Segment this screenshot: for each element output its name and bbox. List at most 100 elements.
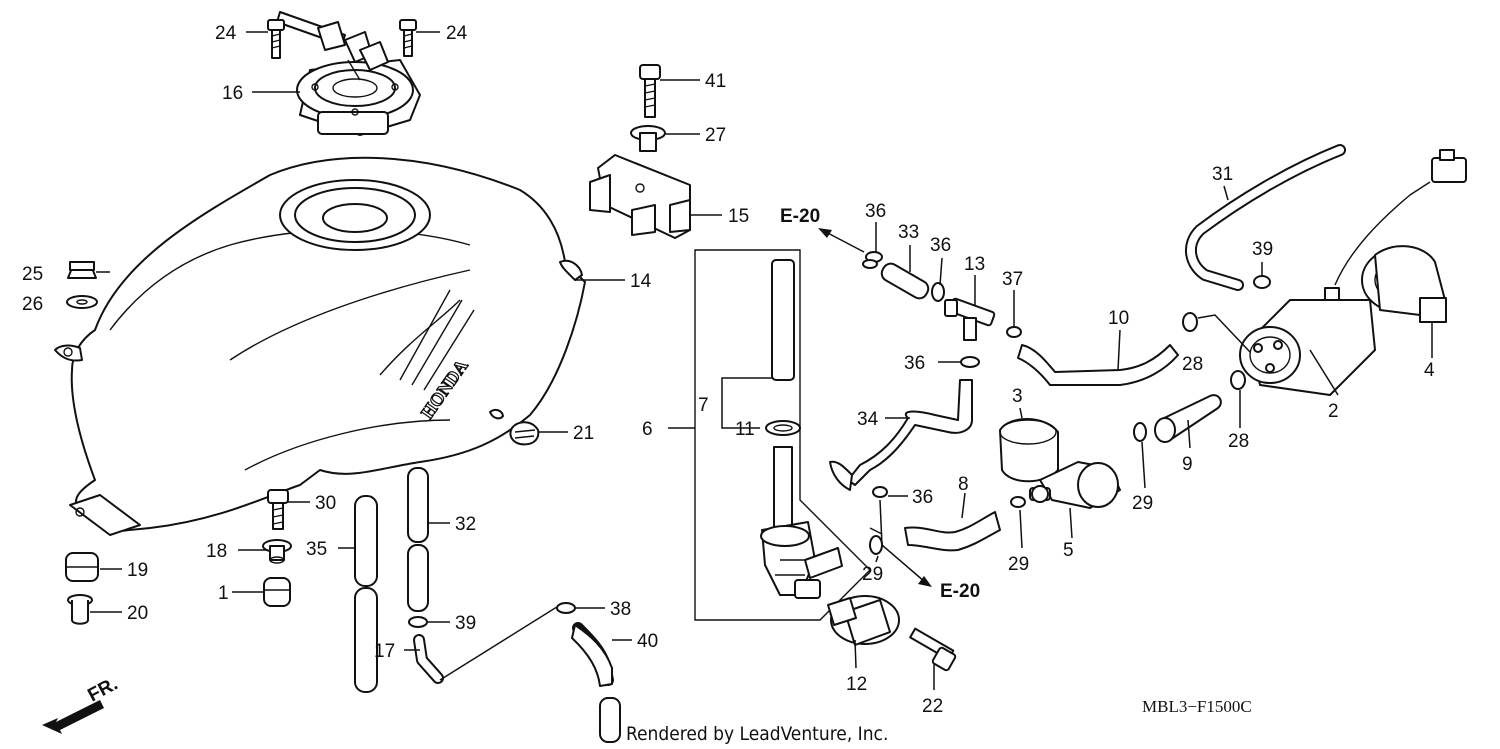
callout-28: 28 bbox=[1228, 431, 1249, 452]
bolt-41 bbox=[639, 64, 661, 118]
callout-25: 25 bbox=[22, 264, 43, 285]
tube-9 bbox=[1154, 394, 1222, 443]
tube-line bbox=[439, 604, 561, 681]
callout-29: 29 bbox=[1132, 493, 1153, 514]
fuel-valve-assembly bbox=[694, 249, 871, 621]
callout-16: 16 bbox=[222, 83, 243, 104]
fuel-tank: HONDA bbox=[54, 156, 586, 536]
tube-31 bbox=[1185, 144, 1346, 291]
callout-22: 22 bbox=[922, 696, 943, 717]
clip-36-a bbox=[862, 251, 883, 269]
callout-34: 34 bbox=[857, 409, 879, 430]
cap-screw-left bbox=[267, 19, 285, 59]
tube-34 bbox=[829, 379, 973, 491]
callout-40: 40 bbox=[637, 631, 658, 652]
callout-27: 27 bbox=[705, 125, 726, 146]
clip-28-a bbox=[1182, 312, 1198, 332]
leader-lines bbox=[90, 31, 1433, 690]
tube-35 bbox=[354, 495, 378, 693]
clip-37 bbox=[1006, 326, 1022, 338]
tube-40 bbox=[571, 622, 621, 743]
reference-label-top: E-20 bbox=[780, 206, 820, 227]
filter-clamp-3 bbox=[999, 418, 1059, 483]
callout-15: 15 bbox=[728, 206, 749, 227]
clip-39-right bbox=[1253, 275, 1271, 289]
callout-1: 1 bbox=[218, 583, 229, 604]
callout-36: 36 bbox=[912, 487, 933, 508]
clip-29-b bbox=[1010, 496, 1026, 508]
callout-36: 36 bbox=[930, 235, 951, 256]
callout-10: 10 bbox=[1108, 308, 1129, 329]
callout-14: 14 bbox=[630, 271, 652, 292]
reference-arrow-bottom bbox=[879, 499, 932, 587]
joint-13 bbox=[944, 297, 996, 341]
clip-39-left bbox=[408, 616, 428, 628]
clip-36-c bbox=[960, 356, 980, 368]
callout-7: 7 bbox=[698, 395, 709, 416]
callout-3: 3 bbox=[1012, 386, 1023, 407]
clip-29-c bbox=[1133, 422, 1147, 442]
callout-37: 37 bbox=[1002, 269, 1023, 290]
bracket-15 bbox=[589, 154, 691, 239]
callout-11: 11 bbox=[735, 419, 755, 440]
callout-29: 29 bbox=[1008, 554, 1029, 575]
callout-5: 5 bbox=[1063, 540, 1074, 561]
callout-6: 6 bbox=[642, 419, 653, 440]
clip-38 bbox=[556, 602, 576, 614]
callout-30: 30 bbox=[315, 493, 336, 514]
credit-text: Rendered by LeadVenture, Inc. bbox=[626, 723, 888, 745]
callout-4: 4 bbox=[1424, 360, 1435, 381]
reference-arrow-top bbox=[818, 228, 865, 253]
callout-9: 9 bbox=[1182, 454, 1193, 475]
callout-41: 41 bbox=[705, 71, 726, 92]
fuel-filter-5 bbox=[1029, 461, 1121, 509]
clip-36-b bbox=[931, 282, 945, 302]
callout-2: 2 bbox=[1328, 401, 1339, 422]
reference-label-bottom: E-20 bbox=[940, 581, 980, 602]
callout-12: 12 bbox=[846, 674, 867, 695]
callout-36: 36 bbox=[904, 353, 925, 374]
callout-24: 24 bbox=[215, 23, 237, 44]
callout-29: 29 bbox=[862, 564, 883, 585]
grommet-21 bbox=[509, 421, 540, 446]
callout-24: 24 bbox=[446, 23, 468, 44]
drawing-code: MBL3−F1500C bbox=[1142, 697, 1252, 716]
callout-19: 19 bbox=[127, 560, 148, 581]
collar-27 bbox=[630, 125, 666, 152]
pump-bracket-4 bbox=[1361, 245, 1447, 323]
callout-17: 17 bbox=[374, 641, 395, 662]
callout-13: 13 bbox=[964, 254, 985, 275]
rubber-19 bbox=[65, 552, 99, 582]
fuel-valve-lever-12 bbox=[827, 595, 900, 646]
callout-18: 18 bbox=[206, 541, 227, 562]
joint-17 bbox=[413, 634, 444, 684]
front-label: FR. bbox=[84, 674, 121, 707]
cap-screw-right bbox=[399, 19, 417, 57]
front-direction-arrow-icon bbox=[42, 700, 104, 734]
tube-32 bbox=[407, 467, 429, 612]
callout-39: 39 bbox=[455, 613, 476, 634]
clip-28-b bbox=[1230, 370, 1246, 390]
callout-39: 39 bbox=[1252, 239, 1273, 260]
tube-33 bbox=[880, 262, 930, 300]
tube-10 bbox=[1017, 344, 1179, 386]
callout-32: 32 bbox=[455, 514, 476, 535]
collar-20 bbox=[67, 594, 93, 625]
collar-18 bbox=[262, 539, 292, 564]
screw-22 bbox=[909, 627, 957, 672]
bolt-30 bbox=[267, 489, 289, 530]
callout-8: 8 bbox=[958, 474, 969, 495]
washer-26 bbox=[66, 295, 98, 309]
nut-25 bbox=[67, 261, 97, 279]
callout-38: 38 bbox=[610, 599, 631, 620]
fuel-filler-cap bbox=[276, 11, 421, 136]
callout-28: 28 bbox=[1182, 354, 1203, 375]
clip-29-a bbox=[869, 527, 883, 555]
callout-20: 20 bbox=[127, 603, 148, 624]
callout-26: 26 bbox=[22, 294, 43, 315]
callout-31: 31 bbox=[1212, 164, 1233, 185]
callout-35: 35 bbox=[306, 539, 327, 560]
tube-8 bbox=[904, 511, 1001, 552]
callout-36: 36 bbox=[865, 201, 886, 222]
